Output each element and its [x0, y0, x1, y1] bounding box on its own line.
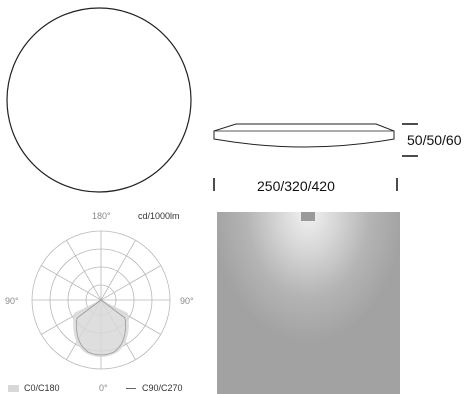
light-source-block [301, 212, 315, 221]
polar-label-0: 0° [99, 383, 108, 393]
legend-c0-label: C0/C180 [24, 383, 60, 393]
legend-c0-swatch [8, 385, 19, 392]
legend-c90-line [126, 388, 136, 389]
luminaire-top-view [6, 7, 192, 193]
height-dimension-label: 50/50/60 [407, 132, 462, 148]
c90-c270-distribution [76, 299, 126, 356]
polar-label-90-left: 90° [5, 296, 19, 306]
polar-unit-label: cd/1000lm [138, 211, 180, 221]
light-rendering-panel [217, 212, 400, 394]
width-dimension-label: 250/320/420 [257, 178, 335, 194]
polar-label-90-right: 90° [180, 296, 194, 306]
polar-label-180: 180° [92, 211, 111, 221]
c0-c180-distribution [73, 300, 129, 357]
legend-c90-label: C90/C270 [142, 383, 183, 393]
luminaire-side-profile [213, 123, 395, 148]
